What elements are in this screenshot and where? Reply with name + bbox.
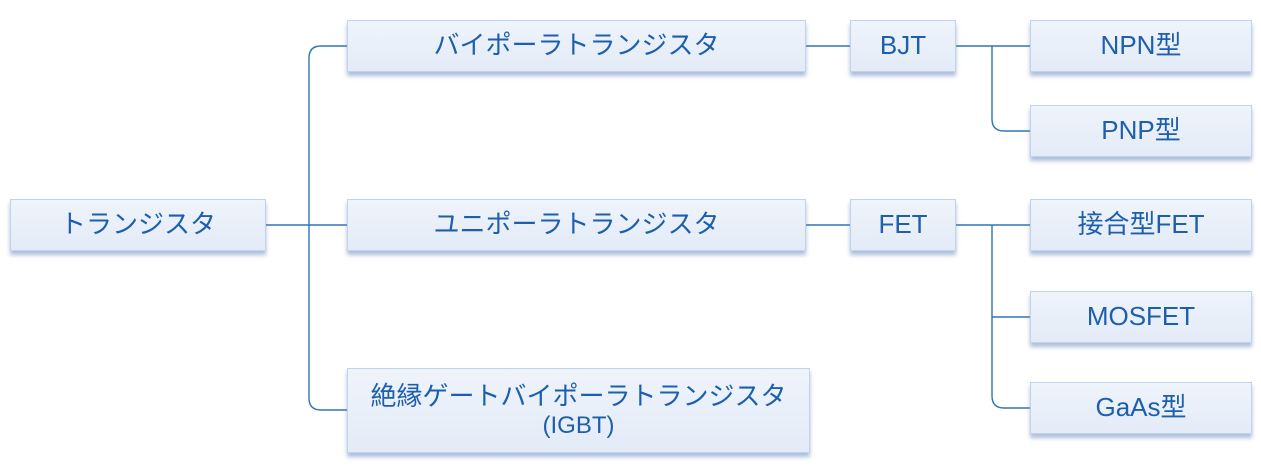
node-bjt-label: BJT bbox=[879, 30, 927, 61]
node-gaas-type-label: GaAs型 bbox=[1095, 392, 1187, 423]
connector-root-to-bipolar bbox=[308, 45, 347, 225]
node-npn-type: NPN型 bbox=[1030, 20, 1252, 72]
node-fet: FET bbox=[850, 199, 956, 251]
node-igbt: 絶縁ゲートバイポーラトランジスタ (IGBT) bbox=[347, 368, 810, 453]
node-unipolar-transistor: ユニポーラトランジスタ bbox=[347, 199, 806, 251]
node-pnp-type: PNP型 bbox=[1030, 105, 1252, 157]
node-igbt-sublabel: (IGBT) bbox=[542, 411, 615, 439]
node-npn-type-label: NPN型 bbox=[1100, 30, 1182, 61]
node-mosfet: MOSFET bbox=[1030, 291, 1252, 343]
node-transistor-label: トランジスタ bbox=[59, 209, 216, 240]
connector-fet-to-gaas bbox=[991, 317, 1030, 409]
node-junction-fet-label: 接合型FET bbox=[1077, 209, 1205, 240]
node-igbt-label: 絶縁ゲートバイポーラトランジスタ bbox=[370, 380, 787, 411]
node-mosfet-label: MOSFET bbox=[1086, 301, 1196, 332]
connector-bjt-to-pnp bbox=[991, 46, 1030, 132]
node-bipolar-transistor-label: バイポーラトランジスタ bbox=[433, 30, 720, 61]
node-transistor: トランジスタ bbox=[10, 199, 266, 251]
connector-root-to-igbt bbox=[308, 225, 347, 411]
node-bipolar-transistor: バイポーラトランジスタ bbox=[347, 20, 806, 72]
connector-fet-to-mosfet bbox=[991, 225, 1030, 318]
node-unipolar-transistor-label: ユニポーラトランジスタ bbox=[433, 209, 720, 240]
node-pnp-type-label: PNP型 bbox=[1101, 115, 1181, 146]
node-gaas-type: GaAs型 bbox=[1030, 382, 1252, 434]
node-junction-fet: 接合型FET bbox=[1030, 199, 1252, 251]
node-bjt: BJT bbox=[850, 20, 956, 72]
node-fet-label: FET bbox=[878, 209, 928, 240]
